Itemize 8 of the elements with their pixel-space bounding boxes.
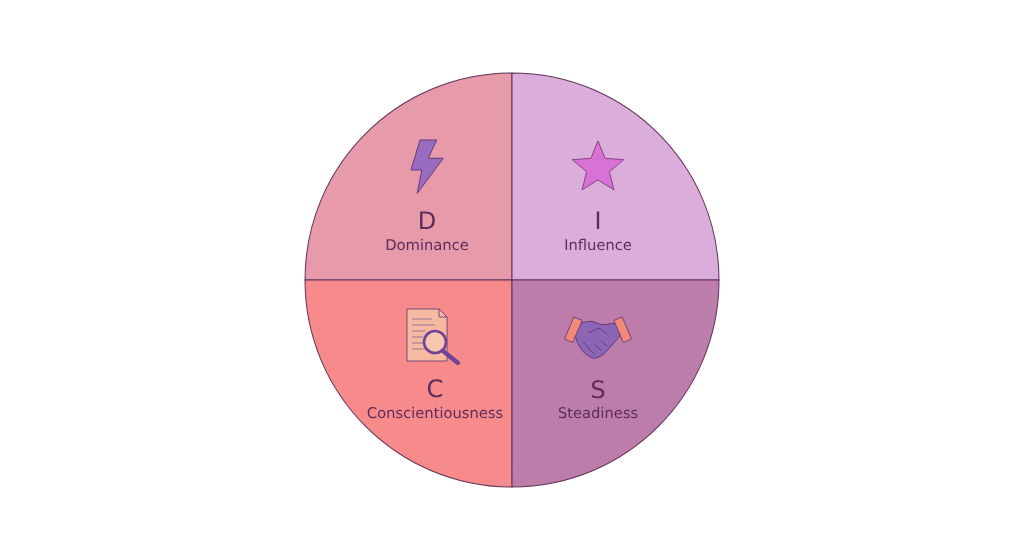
quadrant-letter: D — [420, 211, 435, 229]
quadrant-label: Influence — [565, 238, 632, 251]
quadrant-label: Steadiness — [558, 406, 638, 419]
quadrant-letter: C — [428, 379, 443, 398]
quadrant-label: Conscientiousness — [367, 406, 503, 419]
quadrant-letter: I — [596, 211, 600, 229]
quadrant-letter: S — [592, 380, 605, 399]
quadrant-label: Dominance — [386, 238, 468, 251]
